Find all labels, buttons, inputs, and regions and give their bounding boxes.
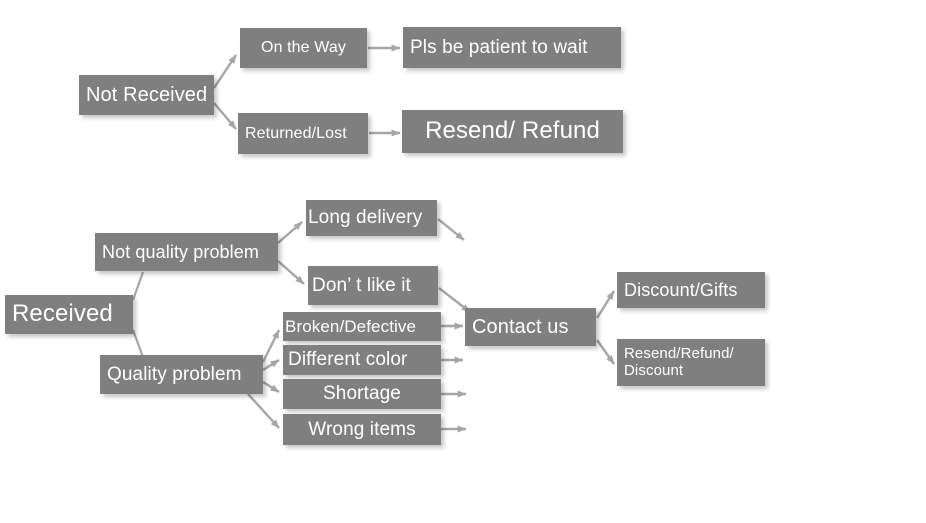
edge-quality-to-broken-defective (261, 329, 281, 363)
edge-quality-to-different-color (262, 358, 280, 372)
node-resend-refund-discount[interactable]: Resend/Refund/ Discount (617, 339, 765, 386)
node-label: Contact us (472, 315, 569, 338)
node-label: Received (12, 300, 113, 328)
node-not-quality-problem[interactable]: Not quality problem (95, 233, 278, 271)
node-label: Broken/Defective (285, 316, 417, 336)
edge-quality-to-shortage (262, 380, 280, 394)
node-label: Returned/Lost (245, 124, 347, 142)
node-resend-refund[interactable]: Resend/ Refund (402, 110, 623, 153)
node-label: Don’ t like it (312, 274, 411, 296)
edge-received-to-quality-problem (131, 329, 145, 358)
node-on-the-way[interactable]: On the Way (240, 28, 367, 68)
node-label: Pls be patient to wait (410, 36, 588, 58)
node-received[interactable]: Received (5, 295, 133, 334)
node-dont-like-it[interactable]: Don’ t like it (308, 266, 438, 305)
node-label: Not quality problem (102, 241, 259, 262)
edge-not-quality-to-long-delivery (277, 221, 303, 244)
node-label: Quality problem (107, 363, 242, 385)
node-not-received[interactable]: Not Received (79, 75, 214, 115)
node-different-color[interactable]: Different color (283, 345, 441, 375)
node-label: Not Received (86, 83, 208, 106)
edge-not-received-to-on-the-way (213, 54, 237, 89)
edge-contact-us-to-resend-refund-discount (596, 339, 615, 365)
edge-contact-us-to-discount-gifts (595, 290, 616, 319)
node-quality-problem[interactable]: Quality problem (100, 355, 263, 394)
node-label: Wrong items (308, 418, 416, 440)
node-pls-be-patient-to-wait[interactable]: Pls be patient to wait (403, 27, 621, 68)
node-label: Long delivery (308, 207, 423, 229)
edge-not-quality-to-dont-like-it (277, 260, 305, 285)
edge-quality-to-wrong-items (247, 393, 280, 429)
node-label: Resend/ Refund (425, 117, 600, 145)
node-returned-lost[interactable]: Returned/Lost (238, 113, 368, 154)
edge-long-delivery-to-contact-us (437, 218, 465, 241)
node-contact-us[interactable]: Contact us (465, 308, 596, 346)
edge-received-to-not-quality-problem (131, 271, 145, 301)
node-label: Different color (288, 349, 408, 371)
node-wrong-items[interactable]: Wrong items (283, 414, 441, 445)
node-shortage[interactable]: Shortage (283, 379, 441, 409)
node-label: Resend/Refund/ Discount (624, 344, 734, 379)
node-long-delivery[interactable]: Long delivery (306, 200, 437, 236)
node-label: Discount/Gifts (624, 279, 738, 300)
edge-not-received-to-returned-lost (213, 102, 237, 130)
node-label: Shortage (323, 383, 401, 405)
node-discount-gifts[interactable]: Discount/Gifts (617, 272, 765, 308)
node-broken-defective[interactable]: Broken/Defective (283, 312, 441, 341)
node-label: On the Way (261, 39, 346, 57)
